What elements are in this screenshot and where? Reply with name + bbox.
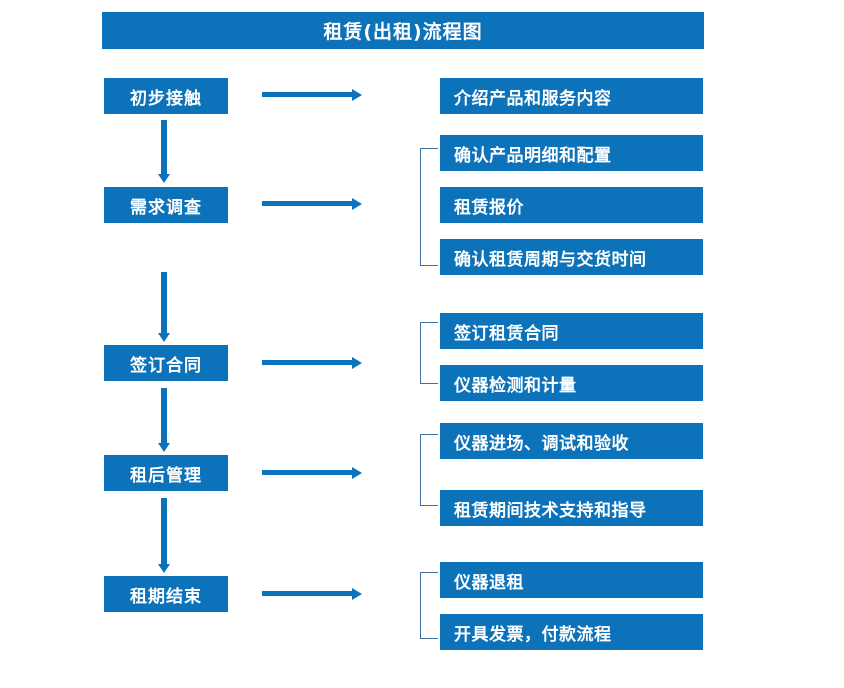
- arrow-shaft: [262, 360, 352, 365]
- arrow-down-management-to-leaseend: [158, 498, 170, 573]
- arrow-right-lease-end: [262, 588, 362, 600]
- detail-box-invoice-payment[interactable]: 开具发票，付款流程: [440, 614, 703, 650]
- arrow-right-demand-survey: [262, 198, 362, 210]
- detail-box-confirm-period-delivery[interactable]: 确认租赁周期与交货时间: [440, 239, 703, 275]
- detail-box-instrument-return[interactable]: 仪器退租: [440, 562, 703, 598]
- arrow-shaft: [262, 92, 352, 97]
- arrow-right-initial-contact: [262, 89, 362, 101]
- arrow-head: [352, 357, 362, 369]
- page-title: 租赁(出租)流程图: [102, 12, 704, 49]
- arrow-shaft: [161, 498, 167, 564]
- detail-box-introduce-products[interactable]: 介绍产品和服务内容: [440, 78, 703, 114]
- arrow-shaft: [161, 120, 167, 174]
- detail-box-technical-support[interactable]: 租赁期间技术支持和指导: [440, 490, 703, 526]
- arrow-head: [158, 564, 170, 573]
- arrow-shaft: [161, 388, 167, 443]
- arrow-shaft: [262, 201, 352, 206]
- arrow-head: [352, 198, 362, 210]
- arrow-right-post-rental-management: [262, 467, 362, 479]
- bracket-lease-end-group: [420, 572, 438, 639]
- stage-box-initial-contact[interactable]: 初步接触: [104, 78, 228, 114]
- stage-box-post-rental-management[interactable]: 租后管理: [104, 455, 228, 491]
- arrow-shaft: [161, 272, 167, 333]
- detail-box-rental-quotation[interactable]: 租赁报价: [440, 187, 703, 223]
- bracket-demand-survey-group: [420, 148, 438, 266]
- arrow-head: [158, 443, 170, 452]
- stage-box-sign-contract[interactable]: 签订合同: [104, 345, 228, 381]
- arrow-down-initial-to-demand: [158, 120, 170, 183]
- detail-box-instrument-inspection[interactable]: 仪器检测和计量: [440, 365, 703, 401]
- arrow-right-sign-contract: [262, 357, 362, 369]
- stage-box-demand-survey[interactable]: 需求调查: [104, 187, 228, 223]
- arrow-head: [158, 174, 170, 183]
- detail-box-instrument-entry-debug[interactable]: 仪器进场、调试和验收: [440, 423, 703, 459]
- detail-box-sign-rental-contract[interactable]: 签订租赁合同: [440, 313, 703, 349]
- arrow-down-demand-to-contract: [158, 272, 170, 342]
- bracket-post-rental-management-group: [420, 434, 438, 506]
- bracket-sign-contract-group: [420, 322, 438, 384]
- arrow-shaft: [262, 591, 352, 596]
- detail-box-confirm-product-specs[interactable]: 确认产品明细和配置: [440, 135, 703, 171]
- arrow-head: [352, 588, 362, 600]
- arrow-head: [352, 467, 362, 479]
- arrow-down-contract-to-management: [158, 388, 170, 452]
- arrow-head: [158, 333, 170, 342]
- arrow-shaft: [262, 470, 352, 475]
- arrow-head: [352, 89, 362, 101]
- stage-box-lease-end[interactable]: 租期结束: [104, 576, 228, 612]
